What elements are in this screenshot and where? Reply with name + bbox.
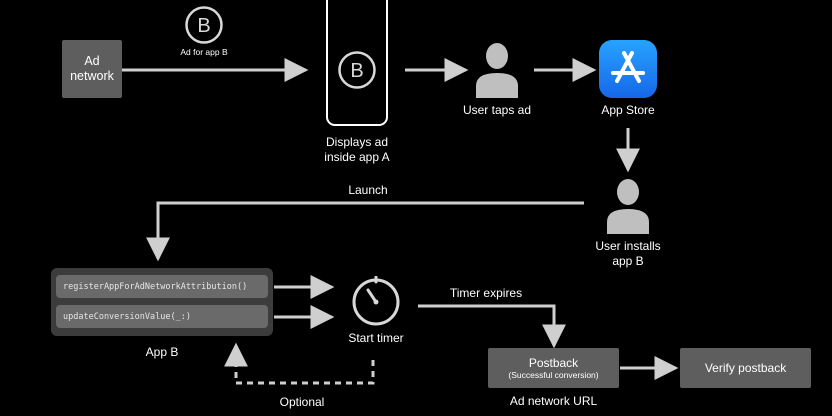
user-installs-icon <box>607 179 649 234</box>
update-method: updateConversionValue(_:) <box>56 305 268 328</box>
ad-badge-icon: B <box>185 6 223 44</box>
postback-title: Postback <box>528 355 579 370</box>
app-b-label: App B <box>145 345 179 359</box>
verify-postback-box: Verify postback <box>680 348 811 388</box>
user-installs-line2: app B <box>612 254 644 268</box>
optional-label: Optional <box>279 395 325 409</box>
ad-network-label-line1: Ad <box>84 54 100 68</box>
register-method: registerAppForAdNetworkAttribution() <box>56 275 268 298</box>
postback-box: Postback (Successful conversion) <box>488 348 619 388</box>
phone-caption: Displays ad inside app A <box>307 135 407 165</box>
phone-caption-line2: inside app A <box>324 150 390 164</box>
verify-postback-label: Verify postback <box>704 361 787 375</box>
user-taps-label: User taps ad <box>462 103 532 117</box>
timer-icon <box>352 276 400 326</box>
arrow-launch <box>146 201 584 262</box>
user-icon <box>476 43 518 98</box>
ad-badge-letter: B <box>197 15 210 37</box>
user-installs-line1: User installs <box>595 239 661 253</box>
timer-expires-label: Timer expires <box>449 286 523 300</box>
app-store-label: App Store <box>601 103 655 117</box>
ad-network-url-label: Ad network URL <box>509 394 598 408</box>
user-installs-label: User installs app B <box>578 239 678 269</box>
phone-caption-line1: Displays ad <box>325 135 389 149</box>
phone-badge-icon: B <box>338 51 376 89</box>
phone-badge-letter: B <box>350 60 363 82</box>
ad-for-app-caption: Ad for app B <box>180 47 228 57</box>
launch-label: Launch <box>348 183 388 197</box>
arrow-timer-to-postback <box>418 304 566 349</box>
ad-network-box: Ad network <box>62 40 122 98</box>
postback-subtitle: (Successful conversion) <box>508 369 599 380</box>
app-b-panel: registerAppForAdNetworkAttribution() upd… <box>51 268 273 336</box>
start-timer-label: Start timer <box>348 331 404 345</box>
phone-frame <box>326 0 388 126</box>
ad-network-label-line2: network <box>70 69 114 83</box>
app-store-icon <box>599 40 657 98</box>
arrow-optional-loop <box>224 342 375 385</box>
